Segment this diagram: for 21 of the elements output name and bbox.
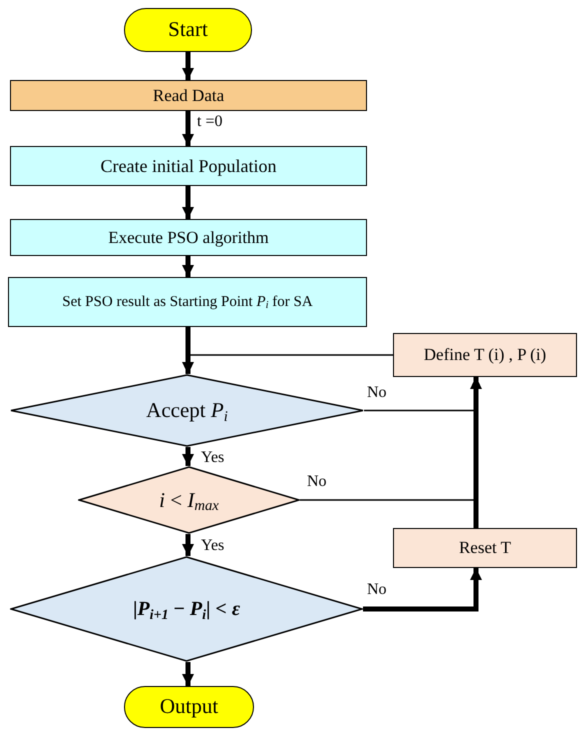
process-box: Execute PSO algorithm bbox=[10, 219, 367, 256]
arrow bbox=[182, 534, 194, 556]
arrow bbox=[182, 447, 194, 466]
process-box: Define T (i) , P (i) bbox=[393, 333, 577, 377]
arrow bbox=[182, 186, 194, 219]
process-box: Create initial Population bbox=[10, 146, 367, 186]
process-box: Read Data bbox=[10, 80, 367, 111]
arrow bbox=[182, 256, 194, 277]
arrow bbox=[363, 568, 482, 612]
terminal-pill: Start bbox=[124, 8, 252, 52]
process-box: Set PSO result as Starting Point P$_{i}$ for SA bbox=[8, 277, 367, 327]
process-box: Reset T bbox=[393, 528, 577, 568]
arrow bbox=[182, 327, 194, 374]
arrow bbox=[182, 52, 194, 80]
terminal-pill: Output bbox=[124, 686, 254, 728]
condition-text: i < I$_{max}$ bbox=[159, 490, 219, 510]
condition-text: |P$_{i+1}$ − P$_{i}$| < ε bbox=[132, 599, 240, 619]
arrow bbox=[182, 111, 194, 146]
condition-text: Accept P$_{i}$ bbox=[146, 400, 228, 421]
arrow bbox=[470, 377, 482, 528]
arrow bbox=[182, 662, 194, 686]
